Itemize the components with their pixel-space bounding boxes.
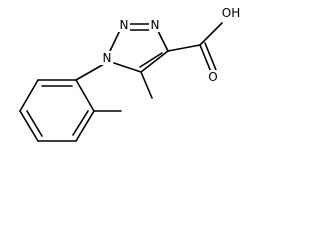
bond-ar6-ar1	[75, 79, 95, 112]
carboxylic-acid-group	[167, 22, 223, 73]
bond-c5-methyl	[140, 71, 153, 99]
bond-carboxyl-o-double-a	[199, 44, 212, 73]
bond-ar5-ar6	[75, 110, 95, 142]
atom-label-n3: N	[151, 18, 160, 32]
chemical-structure: N N N OH O	[19, 6, 243, 142]
bond-ar3-ar4-inner	[26, 110, 43, 137]
atom-label-n1: N	[103, 51, 112, 65]
bond-ar2-ar3	[19, 79, 39, 112]
triazole-ring	[109, 23, 169, 73]
benzene-ring	[19, 79, 95, 142]
atom-label-oh: OH	[222, 6, 240, 20]
bond-carboxyl-oh	[199, 22, 223, 46]
atom-label-carbonyl-o: O	[208, 70, 217, 84]
bond-c4-c5-double	[139, 52, 163, 68]
bond-carboxyl-o-double-b	[204, 42, 217, 71]
bond-c5-n1	[113, 62, 142, 73]
bond-ar3-ar4	[19, 110, 39, 142]
bond-n1-aryl	[75, 63, 105, 81]
bond-c4-c5	[140, 50, 169, 73]
bond-c4-carboxyl	[167, 44, 201, 52]
bond-n3-c4	[157, 30, 169, 52]
atom-label-n2: N	[120, 18, 129, 32]
atom-labels: N N N OH O	[101, 6, 243, 84]
bond-ar5-ar6-inner	[72, 110, 89, 136]
